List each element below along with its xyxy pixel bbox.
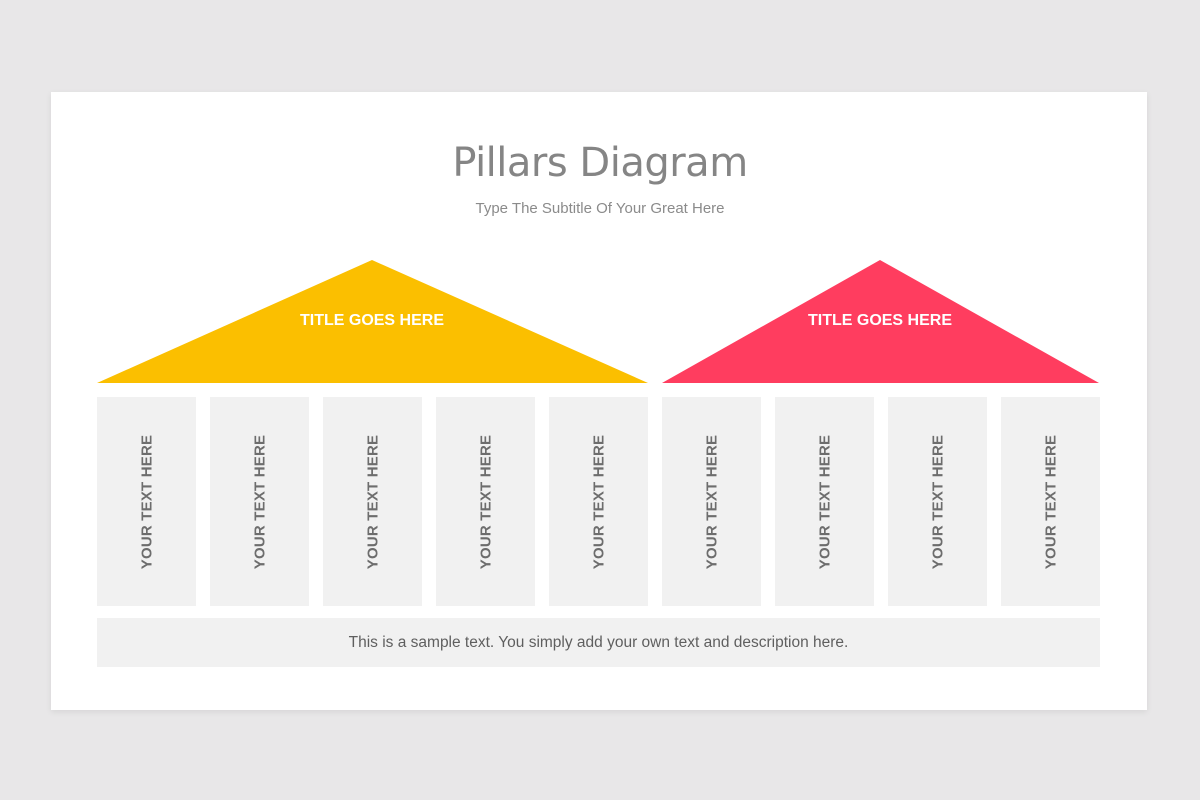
page-title: Pillars Diagram [452, 140, 748, 186]
pillar: YOUR TEXT HERE [1001, 397, 1100, 606]
pillar: YOUR TEXT HERE [436, 397, 535, 606]
pillar: YOUR TEXT HERE [323, 397, 422, 606]
pillar: YOUR TEXT HERE [210, 397, 309, 606]
pillar-text: YOUR TEXT HERE [477, 434, 494, 569]
pillar-text: YOUR TEXT HERE [364, 434, 381, 569]
pillar-text: YOUR TEXT HERE [590, 434, 607, 569]
pillar-text: YOUR TEXT HERE [929, 434, 946, 569]
base-text: This is a sample text. You simply add yo… [348, 634, 849, 651]
pillar: YOUR TEXT HERE [775, 397, 874, 606]
pillar-text: YOUR TEXT HERE [1042, 434, 1059, 569]
pillar-text: YOUR TEXT HERE [251, 434, 268, 569]
pillar-text: YOUR TEXT HERE [138, 434, 155, 569]
roof-left-label: TITLE GOES HERE [299, 312, 444, 329]
pillar: YOUR TEXT HERE [888, 397, 987, 606]
pillar: YOUR TEXT HERE [549, 397, 648, 606]
base-bar: This is a sample text. You simply add yo… [97, 618, 1100, 667]
pillar-text: YOUR TEXT HERE [816, 434, 833, 569]
pillar-text: YOUR TEXT HERE [703, 434, 720, 569]
roof-right-label: TITLE GOES HERE [807, 312, 952, 329]
pillar: YOUR TEXT HERE [662, 397, 761, 606]
pillar: YOUR TEXT HERE [97, 397, 196, 606]
page-subtitle: Type The Subtitle Of Your Great Here [475, 200, 725, 217]
